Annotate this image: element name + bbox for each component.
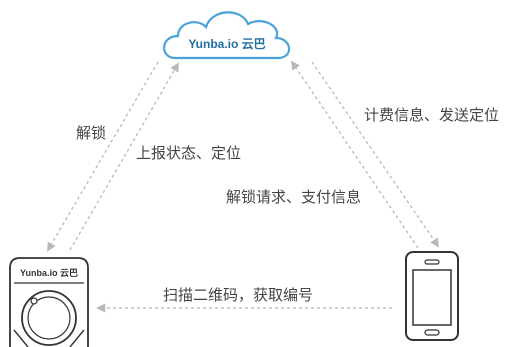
phone-speaker: [424, 259, 440, 265]
cloud-label: Yunba.io 云巴: [188, 37, 265, 51]
lock-shackle: [13, 329, 85, 347]
lock-label: Yunba.io 云巴: [20, 268, 78, 278]
label-right-outer: 计费信息、发送定位: [364, 106, 499, 124]
bike-lock-device: Yunba.io 云巴: [9, 257, 89, 347]
phone-home-button: [424, 329, 440, 336]
arrow-cloud-to-lock: [47, 61, 159, 252]
phone-screen: [412, 269, 452, 326]
arrow-cloud-to-phone: [311, 61, 440, 248]
label-right-inner: 解锁请求、支付信息: [226, 188, 361, 206]
label-left-outer: 解锁: [76, 124, 106, 142]
label-bottom: 扫描二维码，获取编号: [163, 286, 313, 304]
lock-ring-inner: [27, 296, 71, 340]
lock-keyhole: [30, 297, 38, 305]
arrow-phone-to-cloud: [290, 60, 419, 249]
label-left-inner: 上报状态、定位: [136, 144, 241, 162]
lock-ring-outer: [21, 290, 77, 346]
smartphone-device: [405, 251, 459, 341]
cloud-icon: [163, 11, 291, 60]
cloud-node: Yunba.io 云巴: [163, 11, 291, 60]
